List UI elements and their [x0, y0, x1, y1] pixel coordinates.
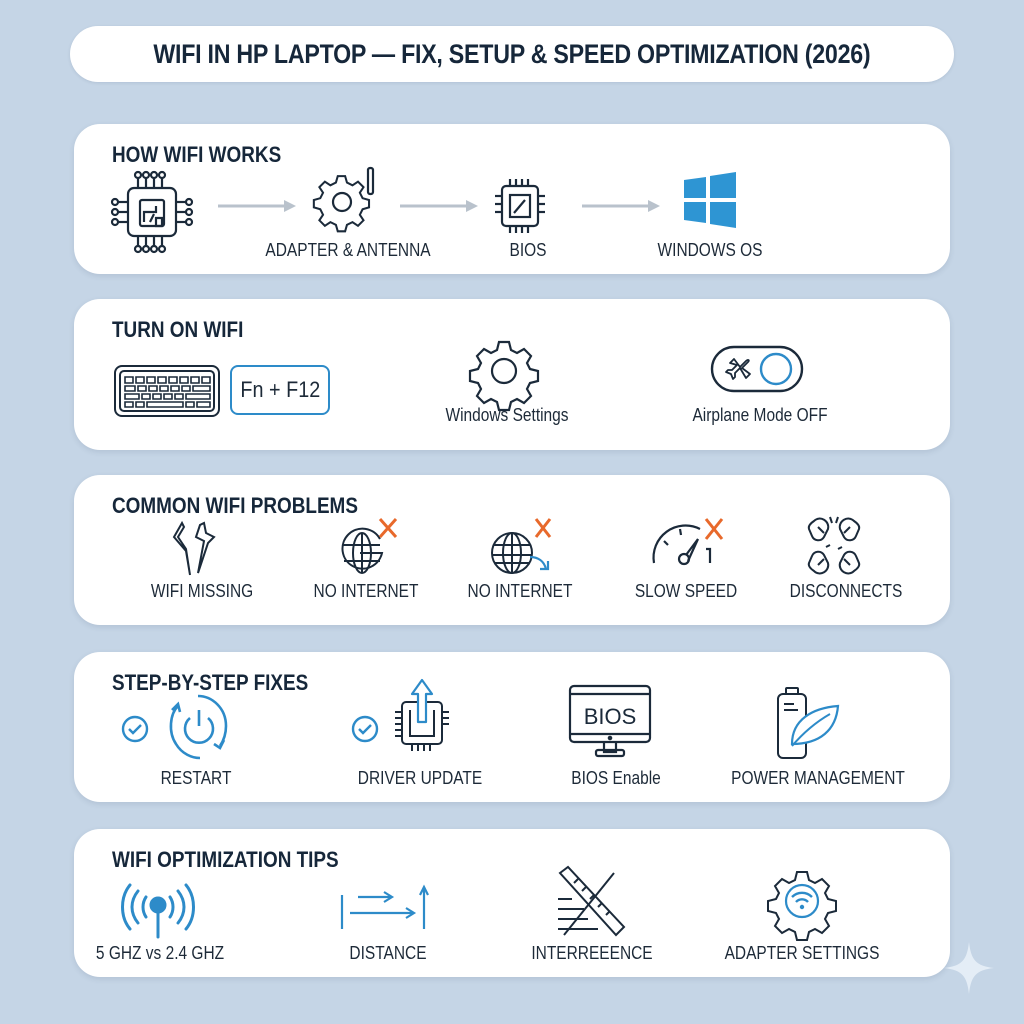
check-circle-icon: [350, 714, 380, 744]
tip-label: INTERREEENCE: [531, 943, 653, 963]
airplane-toggle-icon[interactable]: [710, 345, 804, 393]
card-turn-on-wifi: TURN ON WIFI Fn + F12 Windows Settings: [74, 299, 950, 450]
problem-label: WIFI MISSING: [150, 581, 254, 601]
page-title: WIFI IN HP LAPTOP — FIX, SETUP & SPEED O…: [153, 38, 871, 69]
antenna-signal-icon: [118, 881, 198, 939]
svg-text:BIOS: BIOS: [584, 704, 637, 729]
card-step-fixes: STEP-BY-STEP FIXES RESTART: [74, 652, 950, 802]
item-label: Windows Settings: [445, 405, 569, 425]
problem-label: NO INTERNET: [467, 581, 573, 601]
gear-icon: [468, 339, 540, 412]
broken-chain-icon: [806, 515, 862, 577]
restart-power-icon: [168, 692, 232, 762]
interference-ruler-icon: [554, 865, 630, 937]
globe-x-icon: [336, 515, 406, 577]
problem-label: NO INTERNET: [313, 581, 419, 601]
sparkle-icon: [944, 942, 994, 994]
arrow-right-icon: [218, 200, 298, 212]
step-label: BIOS: [509, 240, 547, 260]
broken-signal-icon: [172, 519, 216, 577]
item-label: Airplane Mode OFF: [692, 405, 828, 425]
section-title: COMMON WIFI PROBLEMS: [112, 493, 358, 518]
card-how-wifi-works: HOW WIFI WORKS ADAPTER & ANTENNA: [74, 124, 950, 274]
speedometer-x-icon: [648, 515, 732, 575]
page-title-banner: WIFI IN HP LAPTOP — FIX, SETUP & SPEED O…: [70, 26, 954, 82]
problem-label: SLOW SPEED: [634, 581, 738, 601]
fix-label: BIOS Enable: [571, 768, 661, 788]
tip-label: DISTANCE: [349, 943, 427, 963]
card-common-problems: COMMON WIFI PROBLEMS WIFI MISSING NO INT…: [74, 475, 950, 625]
battery-leaf-icon: [774, 686, 844, 760]
globe-x-arrow-icon: [486, 515, 566, 581]
tip-label: 5 GHZ vs 2.4 GHZ: [95, 943, 225, 963]
gear-wifi-icon: [767, 869, 837, 941]
windows-logo-icon: [682, 172, 738, 228]
fix-label: RESTART: [160, 768, 232, 788]
problem-label: DISCONNECTS: [789, 581, 903, 601]
arrow-right-icon: [582, 200, 662, 212]
card-optimization-tips: WIFI OPTIMIZATION TIPS 5 GHZ vs 2.4 GHZ …: [74, 829, 950, 977]
fn-f12-key-combo: Fn + F12: [230, 365, 330, 415]
step-label: WINDOWS OS: [657, 240, 763, 260]
fix-label: DRIVER UPDATE: [357, 768, 483, 788]
bios-chip-icon: [492, 176, 548, 236]
arrow-right-icon: [400, 200, 480, 212]
bios-monitor-icon: BIOS: [568, 684, 654, 760]
section-title: HOW WIFI WORKS: [112, 142, 282, 167]
section-title: TURN ON WIFI: [112, 317, 244, 342]
driver-update-chip-icon: [392, 678, 452, 754]
distance-arrows-icon: [338, 884, 434, 929]
section-title: STEP-BY-STEP FIXES: [112, 670, 309, 695]
check-circle-icon: [120, 714, 150, 744]
circuit-chip-icon: [104, 168, 200, 258]
keyboard-icon: [114, 365, 220, 417]
section-title: WIFI OPTIMIZATION TIPS: [112, 847, 339, 872]
tip-label: ADAPTER SETTINGS: [724, 943, 880, 963]
gear-antenna-icon: [312, 166, 378, 233]
fix-label: POWER MANAGEMENT: [731, 768, 905, 788]
step-label: ADAPTER & ANTENNA: [265, 240, 431, 260]
